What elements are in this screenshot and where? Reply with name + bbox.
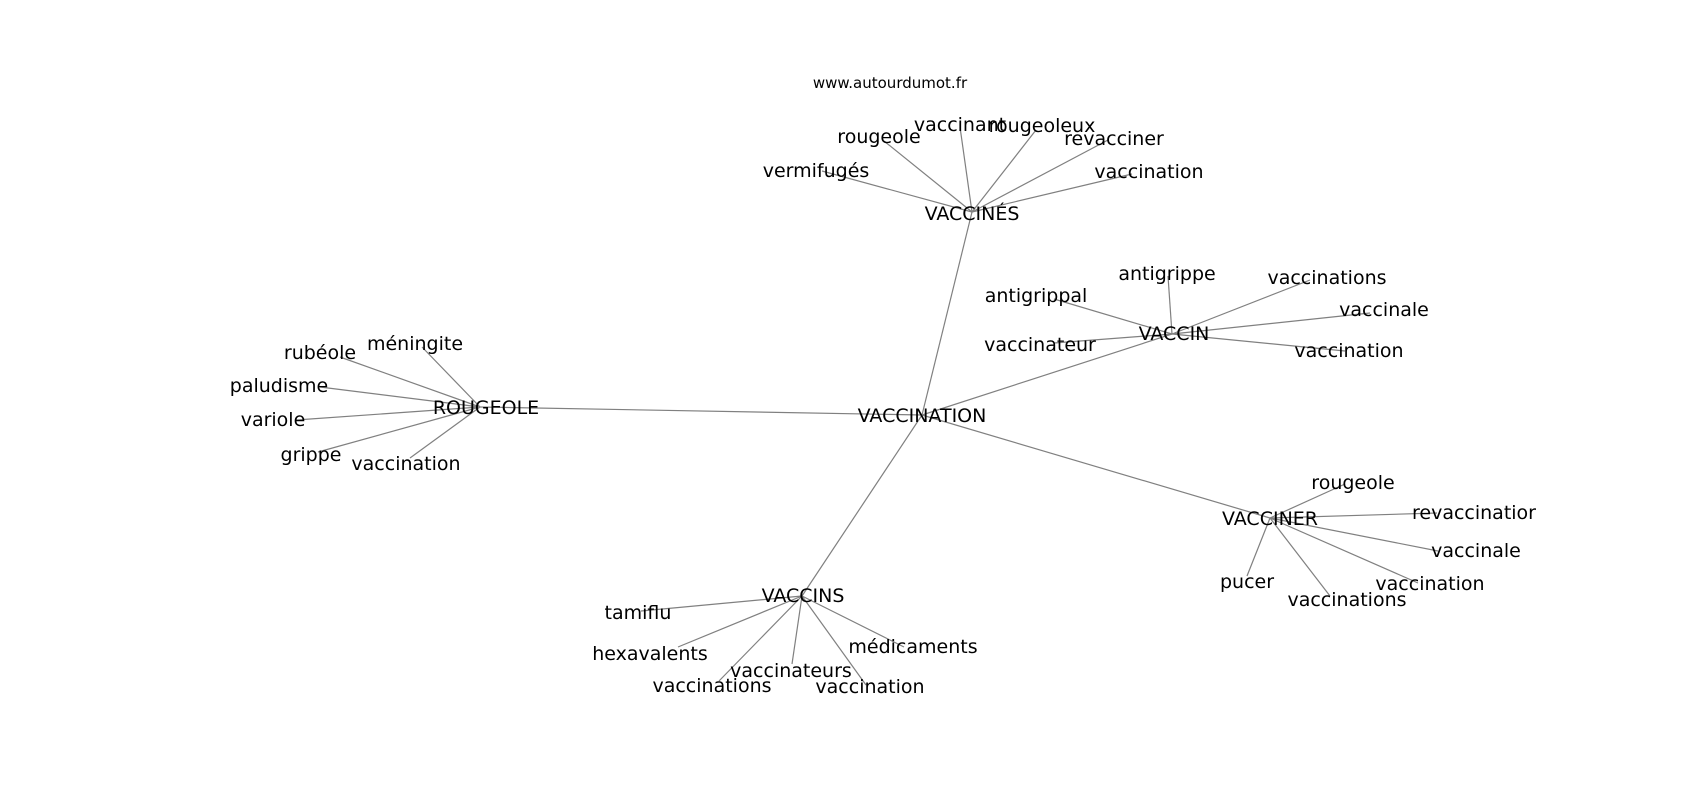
edge-vaccines_hub-leaf-3 bbox=[971, 139, 1109, 213]
edge-vaccines_hub-leaf-2 bbox=[971, 129, 1037, 213]
edge-vaccins_hub-leaf-4 bbox=[718, 595, 803, 682]
edge-rougeole_hub-leaf-5 bbox=[409, 406, 481, 459]
leaf-node-label[interactable]: vaccinations bbox=[652, 675, 771, 697]
center-node-label[interactable]: VACCINATION bbox=[858, 405, 987, 427]
leaf-node-label[interactable]: vaccination bbox=[1094, 161, 1203, 183]
edge-rougeole_hub-leaf-1 bbox=[339, 356, 481, 408]
source-url: www.autourdumot.fr bbox=[813, 74, 968, 92]
edge-center-to-vaccin_hub bbox=[921, 333, 1173, 416]
graph-labels: VACCINATION ROUGEOLE méningite rubéole palu… bbox=[230, 114, 1536, 698]
leaf-node-label[interactable]: méningite bbox=[367, 333, 463, 355]
edge-rougeole_hub-leaf-0 bbox=[421, 346, 481, 408]
edge-vaccin_hub-leaf-0 bbox=[1167, 275, 1173, 335]
leaf-node-label[interactable]: paludisme bbox=[230, 375, 328, 397]
edge-vaccin_hub-leaf-2 bbox=[1053, 298, 1173, 335]
edge-vaccin_hub-leaf-5 bbox=[1171, 333, 1346, 352]
edge-rougeole_hub-leaf-4 bbox=[317, 406, 481, 453]
hub-node-label[interactable]: VACCIN bbox=[1139, 323, 1210, 345]
leaf-node-label[interactable]: vaccinale bbox=[1431, 540, 1521, 562]
edge-vacciner_hub-leaf-0 bbox=[1269, 483, 1346, 519]
hub-node-label[interactable]: VACCINER bbox=[1222, 508, 1318, 530]
leaf-node-label[interactable]: vaccination bbox=[1294, 340, 1403, 362]
leaf-node-label[interactable]: revaccinatior bbox=[1412, 502, 1536, 524]
leaf-node-label[interactable]: vaccination bbox=[351, 453, 460, 475]
leaf-node-label[interactable]: antigrippe bbox=[1118, 263, 1215, 285]
edge-vaccins_hub-leaf-5 bbox=[801, 595, 867, 686]
edge-rougeole_hub-leaf-3 bbox=[295, 406, 481, 421]
edge-vacciner_hub-leaf-5 bbox=[1269, 517, 1331, 597]
edge-center-to-vacciner_hub bbox=[921, 414, 1271, 519]
edge-vaccins_hub-leaf-0 bbox=[640, 595, 803, 612]
edge-vaccin_hub-leaf-1 bbox=[1171, 279, 1311, 335]
leaf-node-label[interactable]: vaccinateurs bbox=[730, 660, 852, 682]
edge-vaccins_hub-leaf-2 bbox=[801, 595, 905, 648]
edge-vaccines_hub-leaf-4 bbox=[821, 170, 973, 213]
leaf-node-label[interactable]: hexavalents bbox=[592, 643, 708, 665]
edge-vacciner_hub-leaf-3 bbox=[1246, 517, 1271, 577]
leaf-node-label[interactable]: vaccinations bbox=[1267, 267, 1386, 289]
leaf-node-label[interactable]: vaccinant bbox=[914, 114, 1006, 136]
leaf-node-label[interactable]: rougeole bbox=[837, 126, 920, 148]
leaf-node-label[interactable]: antigrippal bbox=[985, 285, 1088, 307]
leaf-node-label[interactable]: vaccinateur bbox=[984, 334, 1096, 356]
edge-vacciner_hub-leaf-4 bbox=[1269, 517, 1419, 584]
leaf-node-label[interactable]: vaccinale bbox=[1339, 299, 1429, 321]
edge-vaccines_hub-leaf-1 bbox=[959, 126, 973, 213]
leaf-node-label[interactable]: variole bbox=[241, 409, 306, 431]
edge-vacciner_hub-leaf-1 bbox=[1269, 512, 1438, 519]
leaf-node-label[interactable]: rougeole bbox=[1311, 472, 1394, 494]
edge-vaccines_hub-leaf-5 bbox=[971, 173, 1133, 213]
leaf-node-label[interactable]: vaccination bbox=[1375, 573, 1484, 595]
edge-rougeole_hub-leaf-2 bbox=[319, 386, 481, 408]
leaf-node-label[interactable]: vaccination bbox=[815, 676, 924, 698]
edge-vaccin_hub-leaf-4 bbox=[1053, 333, 1173, 344]
leaf-node-label[interactable]: rubéole bbox=[284, 342, 356, 364]
leaf-node-label[interactable]: vermifugés bbox=[763, 160, 870, 182]
edge-vaccins_hub-leaf-1 bbox=[677, 595, 803, 648]
leaf-node-label[interactable]: rougeoleux bbox=[989, 115, 1096, 137]
leaf-node-label[interactable]: pucer bbox=[1220, 571, 1274, 593]
leaf-node-label[interactable]: tamiflu bbox=[605, 602, 672, 624]
hub-node-label[interactable]: ROUGEOLE bbox=[433, 397, 539, 419]
leaf-node-label[interactable]: revacciner bbox=[1064, 128, 1164, 150]
leaf-node-label[interactable]: grippe bbox=[281, 444, 342, 466]
edge-vaccin_hub-leaf-3 bbox=[1171, 312, 1371, 335]
hub-node-label[interactable]: VACCINS bbox=[762, 585, 845, 607]
edge-vaccines_hub-leaf-0 bbox=[883, 140, 973, 213]
hub-node-label[interactable]: VACCINÉS bbox=[925, 202, 1020, 225]
edge-center-to-vaccins_hub bbox=[801, 414, 923, 597]
graph-edges bbox=[295, 126, 1439, 686]
edge-center-to-vaccines_hub bbox=[921, 211, 973, 416]
edge-vacciner_hub-leaf-2 bbox=[1269, 517, 1439, 552]
edge-center-to-rougeole_hub bbox=[479, 406, 923, 416]
leaf-node-label[interactable]: vaccinations bbox=[1287, 589, 1406, 611]
edge-vaccins_hub-leaf-3 bbox=[791, 595, 803, 665]
leaf-node-label[interactable]: médicaments bbox=[848, 636, 977, 658]
